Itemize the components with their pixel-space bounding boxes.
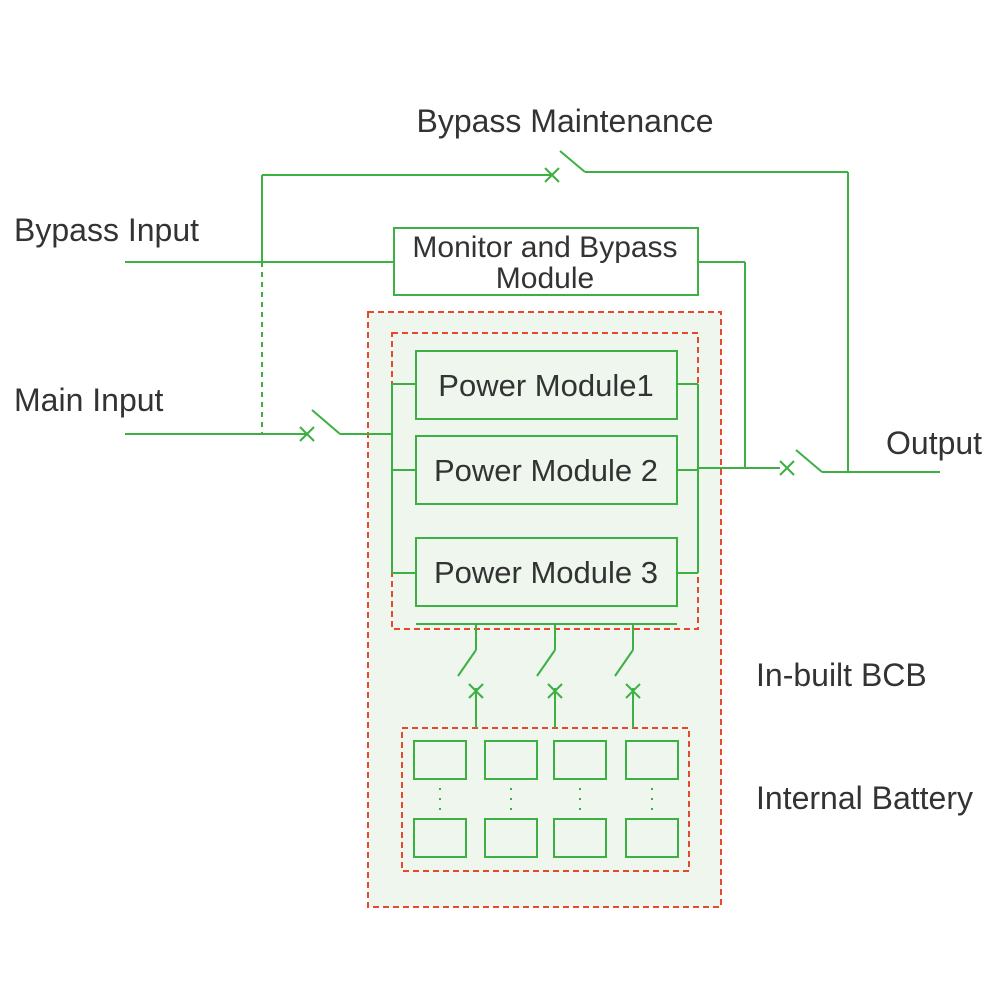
- output-label: Output: [886, 425, 982, 461]
- battery-cell: [413, 740, 467, 780]
- bypass-maintenance-line: [261, 150, 849, 472]
- bcb-branch-1: [457, 624, 477, 728]
- power-module-1-label: Power Module1: [438, 368, 653, 403]
- battery-cell: [553, 818, 607, 858]
- bcb-branch-3: [614, 624, 634, 728]
- battery-cell: [413, 818, 467, 858]
- battery-cell: [484, 740, 538, 780]
- main-input-label: Main Input: [14, 382, 164, 418]
- bcb-1-icon: [468, 683, 484, 699]
- battery-string-1: [413, 740, 467, 858]
- bypass-input-label: Bypass Input: [14, 212, 199, 248]
- battery-string-4: [625, 740, 679, 858]
- battery-boundary: [401, 727, 690, 872]
- output-switch-icon: [779, 460, 795, 476]
- power-module-1: [415, 350, 678, 420]
- bcb-branch-2: [536, 624, 556, 728]
- battery-cell: [625, 818, 679, 858]
- battery-cell: [484, 818, 538, 858]
- bypass-maintenance-switch-icon: [544, 167, 560, 183]
- power-module-2-label: Power Module 2: [434, 453, 658, 488]
- output-line: [697, 384, 940, 573]
- battery-string-2: [484, 740, 538, 858]
- bypass-maintenance-label: Bypass Maintenance: [416, 103, 713, 139]
- monitor-module-label-line1: Monitor and Bypass: [412, 231, 677, 264]
- power-module-3: [415, 537, 678, 607]
- power-module-3-label: Power Module 3: [434, 555, 658, 590]
- battery-cell: [553, 740, 607, 780]
- main-input-line: [125, 384, 393, 573]
- battery-string-3: [553, 740, 607, 858]
- bcb-2-icon: [547, 683, 563, 699]
- main-input-switch-icon: [299, 426, 315, 442]
- power-module-2: [415, 435, 678, 505]
- bcb-3-icon: [625, 683, 641, 699]
- battery-cell: [625, 740, 679, 780]
- internal-battery-label: Internal Battery: [756, 780, 973, 816]
- inbuilt-bcb-label: In-built BCB: [756, 657, 927, 693]
- monitor-module-label-line2: Module: [496, 262, 594, 295]
